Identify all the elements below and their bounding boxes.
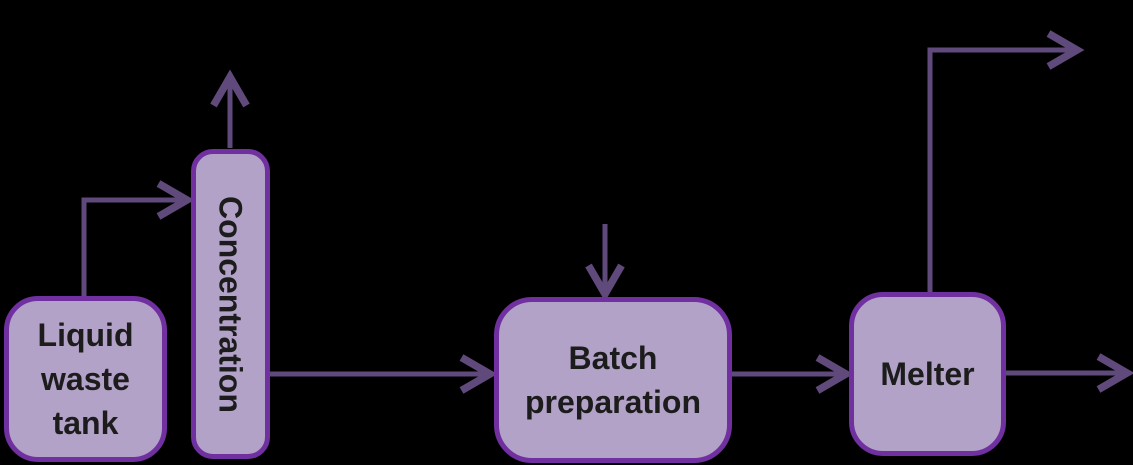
node-batch-preparation-label: Batch preparation xyxy=(524,339,702,420)
node-concentration-label: Concentration xyxy=(212,195,249,413)
arrow-tank-to-concentration xyxy=(81,180,195,297)
node-melter-label: Melter xyxy=(880,355,975,392)
node-concentration: Concentration xyxy=(191,149,270,459)
node-melter: Melter xyxy=(849,292,1006,456)
node-batch-preparation: Batch preparation xyxy=(494,297,732,463)
node-liquid-waste-tank: Liquid waste tank xyxy=(4,296,167,462)
arrow-melter-up-offpage xyxy=(927,30,1085,292)
node-liquid-waste-tank-label: Liquid waste tank xyxy=(37,316,134,442)
